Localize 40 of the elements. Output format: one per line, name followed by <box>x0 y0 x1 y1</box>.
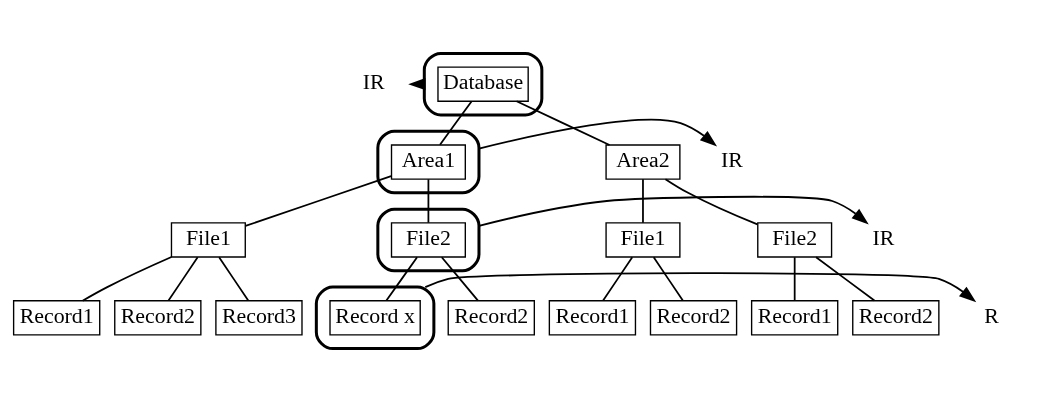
node-box: Record2 <box>852 300 940 336</box>
node-box: Record2 <box>114 300 202 336</box>
node-text: IR <box>362 70 385 95</box>
arrow <box>478 118 718 150</box>
node-text: IR <box>720 148 743 173</box>
node-text: R <box>984 304 999 329</box>
connector <box>218 256 250 302</box>
connector <box>167 256 199 302</box>
node-box: File1 <box>170 222 246 258</box>
connector <box>793 256 796 302</box>
arrow <box>424 272 977 303</box>
cluster <box>376 129 481 195</box>
node-text: IR <box>872 226 895 251</box>
node-box: File2 <box>390 222 466 258</box>
node-box: Record2 <box>447 300 535 336</box>
node-box: Record1 <box>12 300 101 336</box>
connector <box>602 256 634 302</box>
node-box: Record x <box>329 300 421 336</box>
node-box: Database <box>437 66 529 102</box>
connector <box>515 100 611 146</box>
cluster <box>314 285 436 351</box>
arrow <box>478 195 869 227</box>
connector <box>642 178 644 224</box>
cluster <box>422 51 544 117</box>
node-box: Record2 <box>649 300 738 336</box>
node-box: Record3 <box>215 300 303 336</box>
connector <box>652 256 684 302</box>
node-box: Record1 <box>548 300 637 336</box>
connector <box>244 175 392 227</box>
node-box: File1 <box>605 222 681 258</box>
node-box: Area1 <box>390 144 466 180</box>
cluster <box>376 207 481 273</box>
node-box: Record1 <box>750 300 839 336</box>
connector <box>427 178 430 224</box>
node-box: Area2 <box>605 144 681 180</box>
node-box: File2 <box>757 222 833 258</box>
connector <box>664 178 759 226</box>
connector <box>815 256 876 302</box>
connector <box>81 256 173 302</box>
connector <box>440 256 479 302</box>
